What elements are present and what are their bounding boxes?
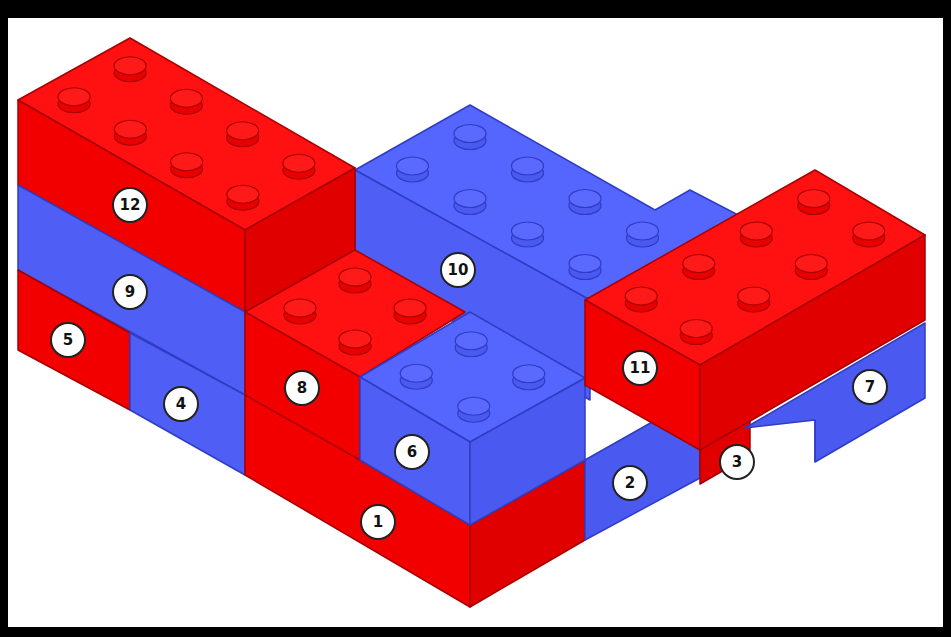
callout-number: 12 [120, 198, 141, 213]
stud-top [171, 153, 203, 171]
stud-top [625, 287, 657, 305]
stud-top [512, 222, 544, 240]
stud [394, 299, 426, 324]
callout-circle: 7 [852, 369, 888, 405]
stud [400, 364, 432, 389]
callout-number: 5 [63, 333, 73, 348]
stud-top [680, 320, 712, 338]
stud [798, 190, 830, 215]
stud [454, 125, 486, 150]
callout-circle: 11 [622, 350, 658, 386]
callout-number: 3 [732, 455, 742, 470]
stud-top [283, 154, 315, 172]
callout-number: 10 [448, 263, 469, 278]
stud [512, 157, 544, 182]
stud [627, 222, 659, 247]
stud-top [170, 89, 202, 107]
stud [795, 255, 827, 280]
stud-top [569, 190, 601, 208]
stud [227, 122, 259, 147]
stud-top [512, 157, 544, 175]
stud [738, 287, 770, 312]
brick-face [700, 235, 925, 450]
callout-circle: 12 [112, 187, 148, 223]
callout-number: 4 [176, 397, 186, 412]
stud-top [740, 222, 772, 240]
stud [58, 88, 90, 113]
callout-number: 1 [373, 515, 383, 530]
stud-top [458, 397, 490, 415]
callout-circle: 3 [719, 444, 755, 480]
stud [458, 397, 490, 422]
callout-circle: 2 [612, 465, 648, 501]
stud [284, 299, 316, 324]
brick-seam [814, 420, 816, 462]
callout-circle: 1 [360, 504, 396, 540]
callout-circle: 8 [284, 370, 320, 406]
stud [569, 255, 601, 280]
stud-top [798, 190, 830, 208]
stud-top [227, 185, 259, 203]
stud-top [454, 190, 486, 208]
callout-number: 7 [865, 380, 875, 395]
stud [170, 89, 202, 114]
brick-face [585, 300, 700, 450]
stud [680, 320, 712, 345]
stud [114, 120, 146, 145]
callout-circle: 9 [112, 274, 148, 310]
stud [512, 222, 544, 247]
callout-circle: 10 [440, 252, 476, 288]
callout-number: 9 [125, 285, 135, 300]
callout-circle: 5 [50, 322, 86, 358]
stud [114, 57, 146, 82]
stud [339, 330, 371, 355]
stud-top [454, 125, 486, 143]
stud-top [569, 255, 601, 273]
stud-top [394, 299, 426, 317]
brick-face [130, 333, 245, 475]
stud-top [853, 222, 885, 240]
stud [171, 153, 203, 178]
stud [283, 154, 315, 179]
stud [454, 190, 486, 215]
stud-top [114, 57, 146, 75]
callout-number: 2 [625, 476, 635, 491]
callout-number: 6 [407, 445, 417, 460]
stud-top [400, 364, 432, 382]
ground [8, 18, 943, 627]
stud [397, 157, 429, 182]
stud-top [683, 255, 715, 273]
stud [227, 185, 259, 210]
stud-top [58, 88, 90, 106]
stud [853, 222, 885, 247]
stud [513, 365, 545, 390]
stud [339, 268, 371, 293]
stud [625, 287, 657, 312]
brick-face [360, 377, 470, 525]
brick-face [470, 378, 585, 525]
stud-top [795, 255, 827, 273]
stud-top [284, 299, 316, 317]
stud [455, 332, 487, 357]
stud-top [513, 365, 545, 383]
callout-number: 8 [297, 381, 307, 396]
stud-top [397, 157, 429, 175]
stud-top [114, 120, 146, 138]
stud-top [339, 330, 371, 348]
callout-circle: 6 [394, 434, 430, 470]
stud-top [738, 287, 770, 305]
stud [683, 255, 715, 280]
stud-top [627, 222, 659, 240]
stud-top [227, 122, 259, 140]
callout-number: 11 [630, 361, 651, 376]
callout-circle: 4 [163, 386, 199, 422]
stud-top [455, 332, 487, 350]
stud [740, 222, 772, 247]
stud [569, 190, 601, 215]
stud-top [339, 268, 371, 286]
